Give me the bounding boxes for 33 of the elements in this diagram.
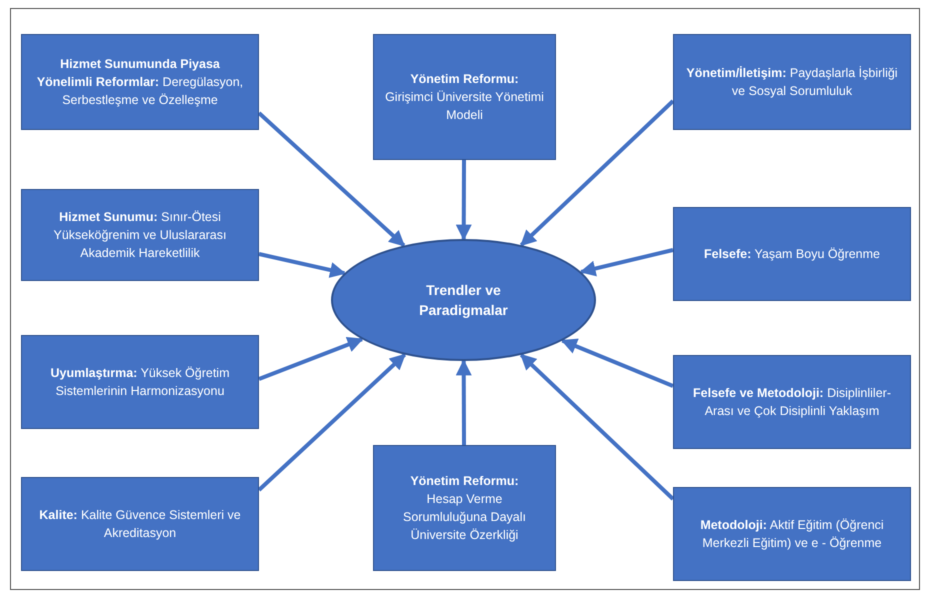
topic-box <box>373 34 556 160</box>
topic-box <box>673 207 911 301</box>
topic-box <box>21 34 259 130</box>
topic-box <box>21 477 259 571</box>
box-heading: Yönetim Reformu: <box>410 70 519 88</box>
topic-box <box>373 445 556 571</box>
arrow <box>560 338 674 388</box>
central-label: Trendler ve Paradigmalar <box>418 280 509 320</box>
box-text: Hizmet Sunumunda Piyasa Yönelimli Reformlar: Deregülasyon, Serbestleşme ve Özelleşme <box>36 56 244 110</box>
box-text: Hizmet Sunumu: Sınır-Ötesi Yükseköğrenim ve Uluslararası Akademik Hareketlilik <box>52 208 228 262</box>
box-text: Yönetim/İletişim: Paydaşlarla İşbirliği ve Sosyal Sorumluluk <box>685 64 899 100</box>
arrow <box>258 336 364 381</box>
arrow <box>520 100 674 247</box>
topic-box <box>673 487 911 581</box>
arrow <box>258 112 406 247</box>
box-text: Metodoloji: Aktif Eğitim (Öğrenci Merkezli Eğitim) ve e - Öğrenme <box>699 516 885 552</box>
topic-box <box>673 34 911 130</box>
topic-box <box>21 189 259 281</box>
topic-box <box>673 355 911 449</box>
box-heading: Yönetim Reformu: <box>410 472 519 490</box>
box-text: Felsefe ve Metodoloji: Disiplinliler-Arası ve Çok Disiplinli Yaklaşım <box>692 384 892 420</box>
arrow <box>520 353 674 500</box>
box-text: Girişimci Üniversite Yönetimi Modeli <box>384 88 545 124</box>
arrow <box>580 248 674 276</box>
box-text: Kalite: Kalite Güvence Sistemleri ve Akreditasyon <box>38 506 242 542</box>
arrow <box>258 252 346 278</box>
arrow <box>258 353 406 492</box>
box-text: Felsefe: Yaşam Boyu Öğrenme <box>704 246 880 263</box>
box-text: Hesap Verme Sorumluluğuna Dayalı Üniversite Özerkliği <box>402 490 527 544</box>
arrow <box>456 359 472 445</box>
box-text: Uyumlaştırma: Yüksek Öğretim Sistemlerinin Harmonizasyonu <box>49 364 230 400</box>
arrow <box>456 160 472 241</box>
topic-box <box>21 335 259 429</box>
